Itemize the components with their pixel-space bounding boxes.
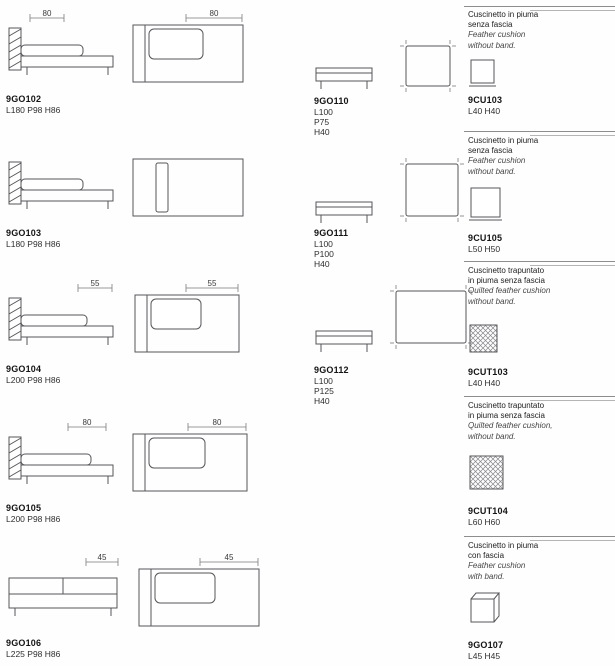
ottoman-top-view-drawing [400, 40, 456, 92]
product-code: 9GO105 [6, 503, 42, 513]
description-english-line1: Quilted feather cushion, [468, 421, 553, 431]
section-divider [464, 6, 615, 7]
section-divider [464, 131, 615, 132]
product-dimensions: L180 P98 H86 [6, 105, 61, 115]
dimension-label: 80 [210, 9, 219, 18]
product-card-9cut103: Cuscinetto trapuntato in piuma senza fas… [468, 266, 615, 388]
description-english-line1: Feather cushion [468, 156, 526, 166]
product-code: 9CUT104 [468, 505, 508, 516]
description-italian-line2: senza fascia [468, 146, 513, 156]
description-italian-line1: Cuscinetto in piuma [468, 10, 539, 19]
product-code: 9GO104 [6, 364, 42, 374]
sofa-top-view-drawing: 80 [132, 9, 244, 83]
description-english-line2: with band. [468, 571, 505, 581]
dimension-label: 80 [213, 418, 222, 427]
description-english-line1: Feather cushion [468, 561, 526, 571]
product-code: 9GO102 [6, 94, 42, 104]
product-dimensions: L200 P98 H86 [6, 514, 61, 524]
product-dimensions: L60 H60 [468, 516, 501, 527]
section-divider-accent [530, 540, 615, 541]
description-italian-line2: in piuma senza fascia [468, 276, 545, 286]
cushion-front-view-drawing [469, 59, 496, 87]
ottoman-side-view-drawing [315, 330, 373, 352]
product-dimensions: L40 H40 [468, 105, 501, 116]
ottoman-top-view-drawing [400, 158, 464, 222]
dimension-label: 55 [91, 279, 100, 288]
description-english-line1: Quilted feather cushion [468, 286, 551, 296]
product-dimensions: L200 P98 H86 [6, 375, 61, 385]
dimension-label: 55 [208, 279, 217, 288]
product-code: 9GO112 [314, 365, 349, 375]
product-dimensions: L50 H50 [468, 243, 501, 254]
section-divider-accent [530, 10, 615, 11]
product-row-9go105: 80 80 9GO105 L200 P98 H86 [6, 417, 248, 524]
sofa-top-view-drawing: 80 [132, 418, 248, 492]
description-english-line2: without band. [468, 431, 516, 441]
section-divider [464, 396, 615, 397]
product-code: 9GO110 [314, 96, 349, 106]
cushion-front-view-drawing [469, 187, 502, 221]
banded-cushion-drawing [470, 592, 501, 623]
quilted-cushion-drawing [469, 324, 498, 353]
ottoman-side-view-drawing [315, 67, 373, 89]
product-card-9cut104: Cuscinetto trapuntato in piuma senza fas… [468, 401, 615, 527]
sofa-top-view-drawing: 45 [138, 553, 260, 627]
product-dimensions: L180 P98 H86 [6, 239, 61, 249]
dimension-label: 45 [225, 553, 234, 562]
sofa-top-view-drawing: 55 [134, 279, 240, 353]
product-code: 9CU105 [468, 232, 503, 243]
dimension-label: 80 [43, 9, 52, 18]
sofa-side-view-drawing: 80 [8, 9, 114, 75]
section-divider [464, 261, 615, 262]
product-code: 9GO106 [6, 638, 42, 648]
ottoman-top-view-drawing [390, 285, 472, 349]
sofa-side-view-drawing: 45 [8, 553, 119, 616]
product-dimensions: L100 P125 H40 [314, 376, 334, 406]
product-card-9cu105: Cuscinetto in piuma senza fascia Feather… [468, 136, 615, 254]
sofa-side-view-drawing [8, 161, 114, 209]
dimension-label: 45 [98, 553, 107, 562]
description-italian-line2: senza fascia [468, 20, 513, 30]
product-code: 9GO103 [6, 228, 42, 238]
section-divider-accent [530, 400, 615, 401]
product-dimensions: L225 P98 H86 [6, 649, 61, 659]
product-dimensions: L100 P75 H40 [314, 107, 333, 137]
description-english-line1: Feather cushion [468, 30, 526, 40]
product-row-9go103: 9GO103 L180 P98 H86 [6, 148, 244, 249]
section-divider-accent [530, 135, 615, 136]
dimension-label: 80 [83, 418, 92, 427]
product-row-9go104: 55 55 9GO104 L200 P98 H86 [6, 278, 240, 385]
product-dimensions: L40 H40 [468, 377, 501, 388]
product-card-9cu103: Cuscinetto in piuma senza fascia Feather… [468, 10, 615, 116]
product-dimensions: L100 P100 H40 [314, 239, 334, 269]
quilted-cushion-drawing [469, 455, 504, 490]
product-code: 9CU103 [468, 94, 503, 105]
description-italian-line1: Cuscinetto in piuma [468, 136, 539, 145]
description-english-line2: without band. [468, 296, 516, 306]
product-dimensions: L45 H45 [468, 650, 501, 661]
description-italian-line1: Cuscinetto in piuma [468, 541, 539, 550]
description-italian-line1: Cuscinetto trapuntato [468, 401, 545, 410]
description-italian-line2: con fascia [468, 551, 505, 561]
description-italian-line1: Cuscinetto trapuntato [468, 266, 545, 275]
sofa-top-view-drawing [132, 158, 244, 217]
sofa-side-view-drawing: 80 [8, 418, 114, 484]
product-code: 9CUT103 [468, 366, 508, 377]
description-english-line2: without band. [468, 40, 516, 50]
section-divider [464, 536, 615, 537]
product-code: 9GO107 [468, 639, 504, 650]
product-card-9go107: Cuscinetto in piuma con fascia Feather c… [468, 541, 615, 661]
description-italian-line2: in piuma senza fascia [468, 411, 545, 421]
product-row-9go102: 80 80 9GO102 L180 P98 H86 [6, 8, 244, 115]
product-code: 9GO111 [314, 228, 349, 238]
ottoman-side-view-drawing [315, 201, 373, 223]
sofa-side-view-drawing: 55 [8, 279, 114, 345]
section-divider-accent [530, 265, 615, 266]
product-row-9go106: 45 45 9GO106 L225 P98 H86 [6, 552, 260, 659]
description-english-line2: without band. [468, 166, 516, 176]
